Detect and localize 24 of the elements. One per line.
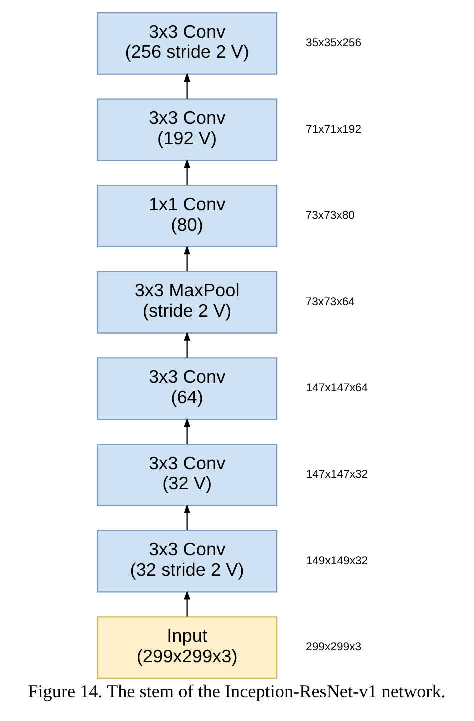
node-label: 35x35x256 bbox=[306, 38, 362, 50]
arrow bbox=[184, 72, 190, 99]
node-box: 1x1 Conv (80) bbox=[97, 185, 278, 248]
node-box: 3x3 Conv (32 stride 2 V) bbox=[97, 530, 278, 593]
node-box: Input (299x299x3) bbox=[97, 616, 278, 680]
node-box: 3x3 Conv (192 V) bbox=[97, 98, 278, 162]
arrow bbox=[184, 590, 190, 617]
arrow bbox=[184, 504, 190, 530]
node-label: 73x73x80 bbox=[306, 210, 355, 222]
arrow bbox=[184, 245, 190, 272]
node-box: 3x3 MaxPool (stride 2 V) bbox=[97, 271, 278, 334]
arrow bbox=[184, 418, 190, 444]
caption: Figure 14. The stem of the Inception-ResNet-v1 network. bbox=[28, 682, 446, 702]
node-box: 3x3 Conv (64) bbox=[97, 358, 278, 420]
node-label: 71x71x192 bbox=[306, 124, 362, 136]
node-label: 147x147x64 bbox=[306, 382, 368, 395]
node-label: 299x299x3 bbox=[306, 642, 362, 654]
node-label: 73x73x64 bbox=[306, 296, 355, 308]
arrow bbox=[184, 332, 190, 358]
node-label: 149x149x32 bbox=[306, 555, 368, 568]
arrow bbox=[184, 159, 190, 186]
node-box: 3x3 Conv (32 V) bbox=[97, 444, 278, 506]
node-box: 3x3 Conv (256 stride 2 V) bbox=[97, 12, 278, 75]
node-label: 147x147x32 bbox=[306, 469, 368, 482]
